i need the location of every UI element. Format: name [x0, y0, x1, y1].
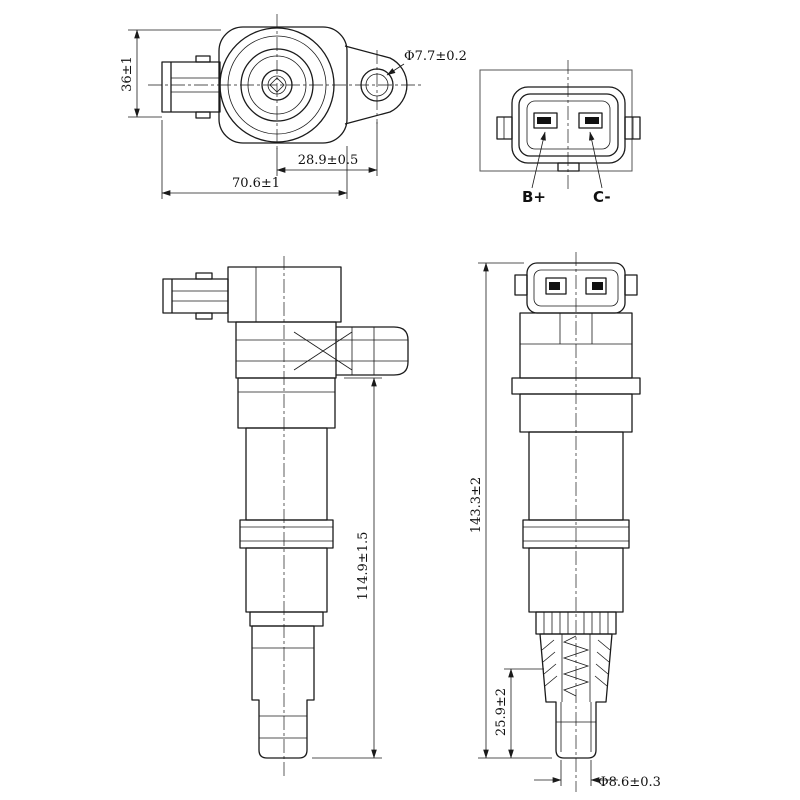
dim-boot-length-group: 25.9±2 [494, 668, 544, 759]
dim-28-9: 28.9±0.5 [298, 153, 359, 168]
view-connector-face: B+ C- [479, 60, 641, 206]
dim-height-group: 36±1 [120, 29, 221, 118]
view-top: 36±1 28.9±0.5 70.6±1 Φ7.7±0.2 [120, 14, 467, 199]
side-barrel [237, 377, 336, 627]
leader-b-plus [531, 131, 546, 189]
section-boot [535, 611, 617, 759]
dim-hole-offset-group: 28.9±0.5 [276, 122, 378, 176]
top-body [218, 26, 408, 144]
dim-36: 36±1 [120, 56, 135, 92]
label-c-minus: C- [593, 188, 611, 206]
dim-114-9: 114.9±1.5 [356, 532, 371, 601]
spring-zigzag [562, 635, 590, 697]
dim-tip-dia: Φ8.6±0.3 [598, 775, 661, 790]
side-boot [251, 625, 315, 759]
label-b-plus: B+ [522, 188, 546, 206]
dim-tip-dia-group: Φ8.6±0.3 [534, 760, 661, 790]
side-head [227, 266, 342, 323]
top-mounting-hole [360, 68, 394, 102]
connector-housing [496, 86, 641, 172]
dim-length-group: 114.9±1.5 [312, 377, 382, 759]
dim-width-group: 70.6±1 [161, 120, 348, 199]
dim-hole-dia-group: Φ7.7±0.2 [386, 49, 467, 76]
dim-143-3: 143.3±2 [469, 477, 484, 533]
dim-total-length-group: 143.3±2 [469, 262, 552, 759]
side-connector-stub [162, 272, 229, 320]
top-connector-stub [161, 55, 221, 119]
dim-70-6: 70.6±1 [232, 176, 280, 191]
view-section: 143.3±2 25.9±2 Φ8.6±0.3 [469, 252, 661, 792]
view-side: 114.9±1.5 [162, 256, 409, 776]
detail-frame [479, 69, 633, 172]
side-flange [235, 321, 409, 379]
dim-hole-dia: Φ7.7±0.2 [404, 49, 467, 64]
leader-c-minus [588, 131, 603, 189]
terminal-c-minus [578, 112, 603, 129]
terminal-b-plus [533, 112, 558, 129]
dim-25-9: 25.9±2 [494, 688, 509, 736]
